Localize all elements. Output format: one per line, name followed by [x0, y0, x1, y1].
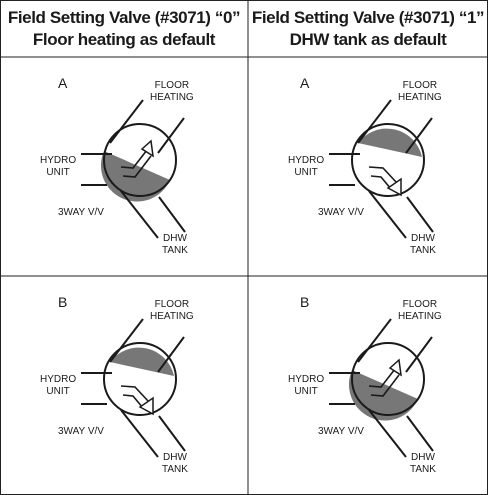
- variant-letter: A: [300, 75, 310, 91]
- three-way-valve-label: 3WAY V/V: [58, 207, 104, 218]
- column-header-title: Field Setting Valve (#3071) “1”: [251, 8, 485, 27]
- three-way-valve-diagram: [81, 99, 186, 239]
- variant-letter: A: [58, 75, 68, 91]
- column-header-subtitle: Floor heating as default: [32, 30, 216, 49]
- column-header-0: Field Setting Valve (#3071) “0” Floor he…: [0, 1, 248, 57]
- valve-flow-arrow-icon: [120, 385, 150, 403]
- column-header-1: Field Setting Valve (#3071) “1” DHW tank…: [248, 1, 488, 57]
- valve-body-circle: [351, 342, 425, 416]
- three-way-valve-label: 3WAY V/V: [58, 426, 104, 437]
- valve-flow-arrow-icon: [368, 166, 398, 184]
- three-way-valve-label: 3WAY V/V: [318, 426, 364, 437]
- valve-closed-port-shading: [110, 347, 174, 376]
- valve-flow-arrow-icon: [368, 368, 396, 388]
- three-way-valve-diagram: [329, 99, 434, 239]
- valve-body-circle: [103, 342, 177, 416]
- variant-letter: B: [300, 294, 310, 310]
- three-way-valve-label: 3WAY V/V: [318, 207, 364, 218]
- column-header-title: Field Setting Valve (#3071) “0”: [7, 8, 241, 27]
- variant-letter: B: [58, 294, 68, 310]
- valve-body-circle: [351, 123, 425, 197]
- column-header-subtitle: DHW tank as default: [289, 30, 447, 49]
- valve-closed-port-shading: [358, 128, 422, 157]
- three-way-valve-diagram: [81, 318, 186, 458]
- three-way-valve-diagram: [329, 318, 434, 458]
- valve-flow-arrow-icon: [120, 149, 148, 169]
- valve-body-circle: [103, 123, 177, 197]
